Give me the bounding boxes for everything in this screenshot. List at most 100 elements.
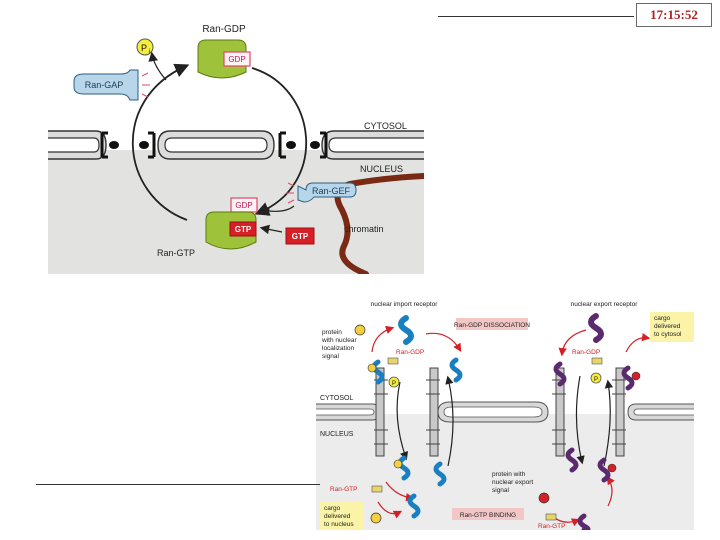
ran-gdp-right-icon [591,357,603,365]
receptor-return-arrow [445,375,454,467]
export-receptor-icon [577,513,591,530]
ran-gdp-label: Ran-GDP [202,24,246,35]
export-signal-line3: signal [492,487,510,494]
gtp-binding-label: Ran-GTP BINDING [460,512,516,519]
gtp-binding-arrow [259,224,283,235]
red-arrow-export-bottom [606,476,615,507]
cargo-nucleus-line2: delivered [324,513,351,520]
p-right-label: P [594,377,598,383]
gef-activity-icon [286,182,295,204]
pi-label: P [141,43,147,53]
import-receptor-icon [393,455,411,481]
ran-gef-protein [297,182,357,203]
nuclear-pore-2 [426,367,440,457]
import-receptor-icon [449,357,463,383]
export-receptor-icon [553,361,567,387]
footer-rule [36,484,320,485]
ran-gef-label: Ran-GEF [312,186,351,196]
ran-gdp-right-label: Ran-GDP [572,349,600,356]
gdp-top-box [223,51,251,67]
fig2-envelope-left [316,403,381,421]
chromatin-label: chromatin [344,224,384,234]
gtp-free-label: GTP [292,232,309,241]
gtp-bound-label: GTP [235,225,252,234]
import-receptor-label: nuclear import receptor [371,301,439,308]
export-receptor-label: nuclear export receptor [571,301,639,308]
red-arrow-dissociation [425,332,462,353]
header-rule [438,16,634,17]
ran-gtp-left-label: Ran-GTP [330,486,357,493]
fig2-envelope-right [627,403,694,421]
clock-display: 17:15:52 [636,3,712,27]
ran-gdp-protein [197,39,247,79]
ran-gap-protein [73,69,139,101]
gdp-top-label: GDP [228,55,245,64]
cargo-nls-icon [354,324,366,336]
export-signal-line1: protein with [492,471,526,478]
cycle-arrow-up [131,63,190,221]
cargo-nucleus-icon [370,512,382,524]
red-arrow-export-top [558,329,587,357]
export-receptor-icon [565,447,579,473]
fig2-cytosol-label: CYTOSOL [320,395,353,402]
fig2-envelope-middle [437,401,549,423]
ran-gdp-left-label: Ran-GDP [396,349,424,356]
gdp-dissociation-label: Ran-GDP DISSOCIATION [454,322,530,329]
export-receptor-icon [621,365,641,391]
import-export-figure: P P nuclear import receptor Ran-GDP DISS… [316,290,694,530]
red-arrow-cargo-nucleus [377,501,403,519]
export-receptor-icon [588,313,604,343]
cargo-cytosol-line1: cargo [654,315,671,322]
cytosol-label: CYTOSOL [364,121,407,131]
gdp-bottom-label: GDP [235,201,252,210]
pi-release-arrow [148,51,167,81]
exp-receptor-return-arrow [575,375,585,465]
nuclear-pore-3 [552,367,566,457]
import-arrow [396,381,408,461]
export-signal-line2: nuclear export [492,479,533,486]
export-arrow [603,379,614,467]
p-left-label: P [392,381,396,387]
gtp-bound-box [229,221,257,237]
gdp-release-arrow [259,205,295,217]
nucleus-label: NUCLEUS [360,164,403,174]
protein-nls-line4: signal [322,353,340,360]
ran-gtp-right-label: Ran-GTP [538,523,565,530]
cargo-export-signal-icon [538,492,550,504]
ran-gtp-label: Ran-GTP [157,248,195,258]
phosphate-left-icon [388,376,400,388]
nuclear-envelope-left [48,130,119,160]
import-receptor-icon [433,461,447,487]
cargo-nucleus-line3: to nucleus [324,521,354,528]
protein-nls-line3: localization [322,345,355,352]
cargo-nucleus-box [320,502,364,530]
import-receptor-icon [367,359,385,385]
chromatin-strand [334,173,424,274]
cargo-cytosol-line3: to cytosol [654,331,682,338]
cargo-cytosol-box [650,312,694,342]
nuclear-pore-4 [612,367,626,457]
ran-cycle-figure: Ran-GDP GDP P i Ran-GAP CYTOSOL NUCLEUS … [48,10,424,274]
phosphate-icon [136,38,154,56]
protein-nls-line2: with nuclear [321,337,358,344]
fig2-nucleus-label: NUCLEUS [320,431,354,438]
export-receptor-icon [597,457,617,483]
pi-subscript: i [149,49,150,55]
gdp-dissociation-banner [456,318,528,330]
gtp-binding-banner [452,508,524,520]
ran-gap-label: Ran-GAP [85,80,124,90]
ran-gtp-left-icon [371,485,383,493]
red-arrow-import-top [371,325,395,353]
protein-nls-line1: protein [322,329,342,336]
cycle-arrow-down [251,67,307,216]
gtp-free-box [285,227,315,245]
import-receptor-icon [407,493,421,519]
gap-activity-icon [141,72,150,98]
cargo-nucleus-line1: cargo [324,505,341,512]
phosphate-right-icon [590,372,602,384]
nuclear-envelope-middle [139,130,296,160]
ran-gtp-right-icon [545,513,557,521]
red-arrow-cargo-cytosol [625,332,651,353]
nuclear-envelope-right [310,130,424,160]
import-receptor-icon [398,315,414,345]
